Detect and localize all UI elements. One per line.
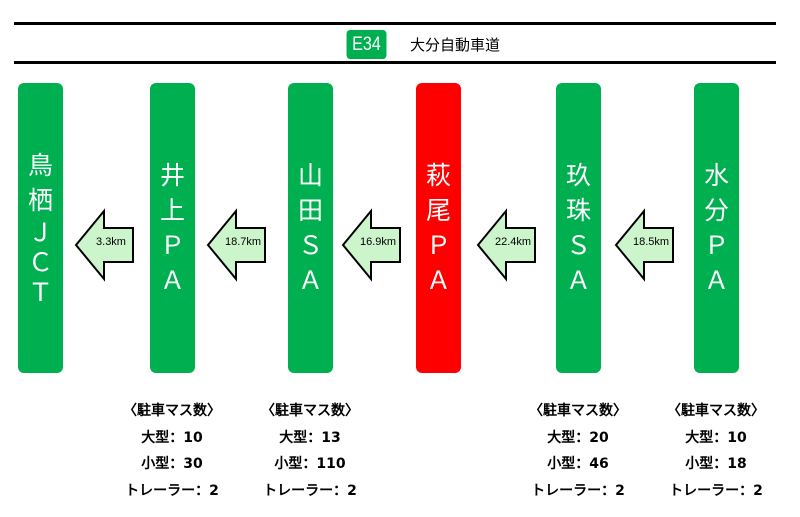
parking-title: 〈駐車マス数〉 (123, 403, 221, 419)
distance-label: 18.7km (224, 236, 262, 248)
parking-large: 大型：10 (141, 429, 203, 446)
station-char: Ａ (703, 266, 729, 295)
station-char: 山 (297, 161, 323, 190)
route-name: 大分自動車道 (410, 36, 501, 54)
station-char: Ａ (565, 266, 591, 295)
station-char: Ｓ (297, 231, 323, 260)
station-char: Ｓ (565, 231, 591, 260)
station-char: 分 (703, 196, 729, 225)
station-char: 鳥 (27, 151, 53, 180)
station-char: Ｊ (27, 218, 53, 247)
station-char: Ａ (425, 266, 451, 295)
distance-label: 3.3km (96, 236, 126, 248)
station-char: 玖 (565, 161, 591, 190)
left-arrow-icon: 22.4km (476, 208, 538, 282)
top-rule (14, 22, 776, 25)
parking-large: 大型：20 (547, 429, 609, 446)
parking-info: 〈駐車マス数〉大型：10 小型：18 トレーラー：2 (651, 398, 781, 504)
station-char: Ａ (159, 266, 185, 295)
left-arrow-icon: 18.7km (206, 208, 268, 282)
bottom-rule (14, 61, 776, 64)
parking-small: 小型：18 (685, 456, 747, 472)
left-arrow-icon: 3.3km (74, 208, 136, 282)
route-badge: E34 (346, 30, 387, 59)
station-char: 珠 (565, 196, 591, 225)
parking-info: 〈駐車マス数〉大型：10 小型：30 トレーラー：2 (107, 398, 237, 504)
station-char: 田 (297, 196, 323, 225)
parking-large: 大型：13 (279, 429, 341, 446)
parking-info: 〈駐車マス数〉大型：13 小型：110 トレーラー：2 (245, 398, 375, 504)
parking-title: 〈駐車マス数〉 (529, 403, 627, 419)
station-char: Ａ (297, 266, 323, 295)
station-char: Ｃ (27, 248, 53, 277)
station-char: 井 (159, 161, 185, 190)
parking-trailer: トレーラー：2 (531, 482, 625, 499)
station-char: Ｔ (27, 278, 53, 307)
parking-title: 〈駐車マス数〉 (667, 403, 765, 419)
parking-info: 〈駐車マス数〉大型：20 小型：46 トレーラー：2 (513, 398, 643, 504)
station-char: 栖 (27, 186, 53, 215)
parking-small: 小型：110 (274, 456, 346, 472)
distance-label: 22.4km (494, 236, 532, 248)
station-char: 水 (703, 161, 729, 190)
station-char: 萩 (425, 161, 451, 190)
station-char: 上 (159, 196, 185, 225)
station-char: Ｐ (703, 231, 729, 260)
parking-small: 小型：46 (547, 456, 609, 472)
parking-title: 〈駐車マス数〉 (261, 403, 359, 419)
station-char: 尾 (425, 196, 451, 225)
parking-small: 小型：30 (141, 456, 203, 472)
parking-trailer: トレーラー：2 (263, 482, 357, 499)
left-arrow-icon: 16.9km (341, 208, 403, 282)
station-char: Ｐ (425, 231, 451, 260)
parking-trailer: トレーラー：2 (669, 482, 763, 499)
distance-label: 18.5km (632, 236, 670, 248)
parking-trailer: トレーラー：2 (125, 482, 219, 499)
parking-large: 大型：10 (685, 429, 747, 446)
station-char: Ｐ (159, 231, 185, 260)
distance-label: 16.9km (359, 236, 397, 248)
left-arrow-icon: 18.5km (614, 208, 676, 282)
